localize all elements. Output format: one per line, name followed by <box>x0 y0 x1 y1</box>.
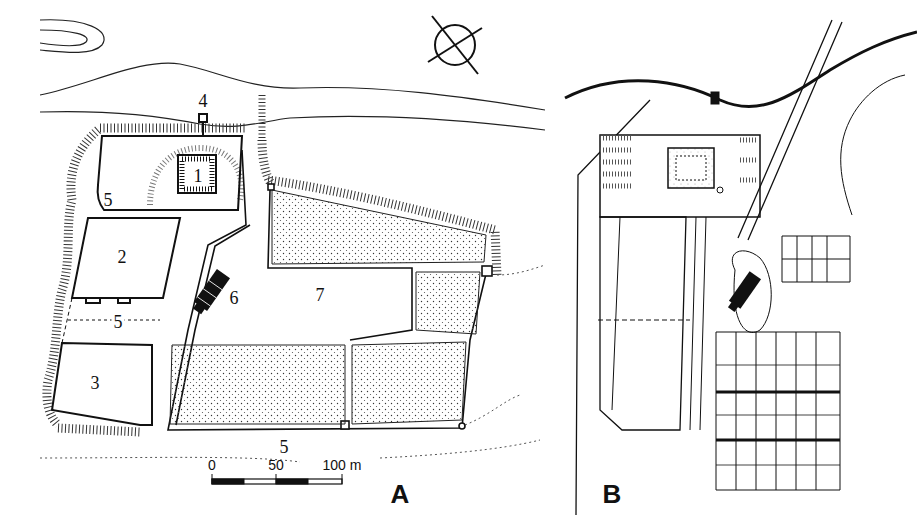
keep <box>178 155 216 193</box>
scale-label: 100 m <box>323 458 362 472</box>
river-banks <box>40 20 545 130</box>
callout-number: 7 <box>316 286 325 304</box>
castle-walls <box>98 114 242 210</box>
church <box>191 269 230 316</box>
dotted-slope <box>40 265 545 462</box>
callout-number: 5 <box>112 313 125 331</box>
escarpment-hachures <box>47 95 497 432</box>
callout-number: 1 <box>194 167 203 185</box>
panel-letter: B <box>603 481 622 507</box>
callout-number: 6 <box>230 289 239 307</box>
fields <box>170 190 486 424</box>
callout-number: 3 <box>91 374 100 392</box>
callout-number: 5 <box>278 438 291 456</box>
scale-label: 0 <box>208 458 216 472</box>
panel-letter: A <box>391 481 410 507</box>
scale-bar <box>212 474 342 484</box>
church-b <box>726 271 762 313</box>
plan-b <box>565 20 917 515</box>
callout-number: 2 <box>118 248 127 266</box>
callout-number: 5 <box>104 191 113 209</box>
bailey-walls <box>52 218 180 425</box>
town-wall <box>168 150 492 430</box>
north-arrow <box>428 16 482 74</box>
scale-label: 50 <box>268 458 284 472</box>
callout-number: 4 <box>199 92 208 110</box>
